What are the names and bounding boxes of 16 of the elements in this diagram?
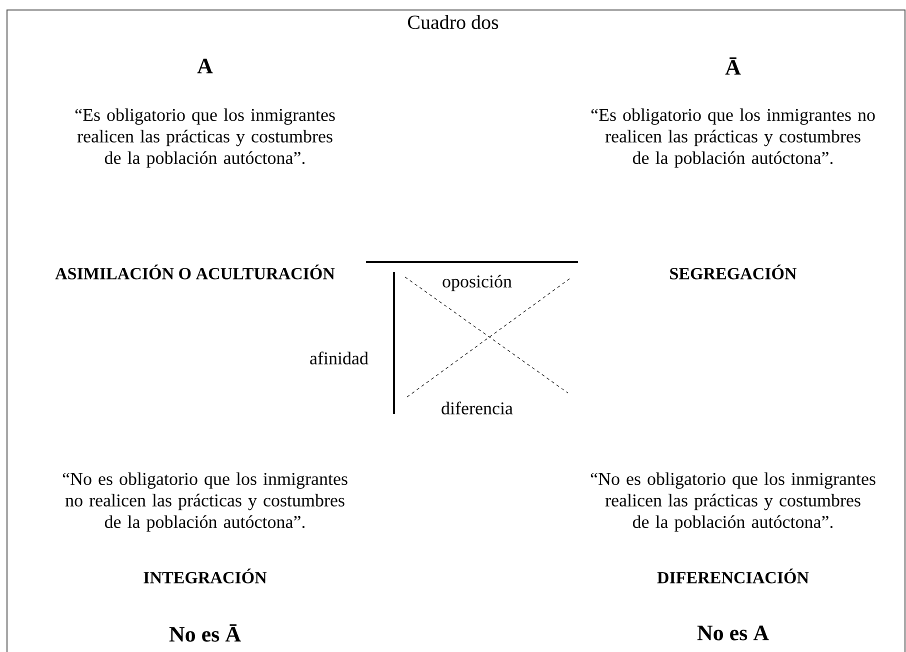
symbol-label: No es A — [697, 626, 769, 640]
title: Cuadro dos — [408, 14, 498, 30]
relation-label: afinidad — [310, 352, 368, 364]
symbol-label: No es Ā — [169, 624, 241, 642]
symbol-label: A — [197, 58, 213, 74]
category-label: INTEGRACIÓN — [144, 568, 267, 584]
proposition-text: “Es obligatorio que los inmigrantes no realicen las prácticas y costumbres de la población autóctona”. — [591, 108, 875, 168]
proposition-text: “No es obligatorio que los inmigrantes no realicen las prácticas y costumbres de la población autóctona”. — [62, 472, 348, 532]
proposition-text: “No es obligatorio que los inmigrantes realicen las prácticas y costumbres de la población autóctona”. — [590, 472, 876, 532]
relation-label: diferencia — [442, 402, 513, 414]
category-label: DIFERENCIACIÓN — [657, 568, 809, 584]
relation-label: oposición — [442, 274, 512, 292]
category-label: ASIMILACIÓN O ACULTURACIÓN — [55, 264, 335, 280]
category-label: SEGREGACIÓN — [670, 264, 797, 280]
symbol-label: Ā — [725, 57, 741, 75]
proposition-text: “Es obligatorio que los inmigrantes realicen las prácticas y costumbres de la población autóctona”. — [75, 108, 335, 168]
